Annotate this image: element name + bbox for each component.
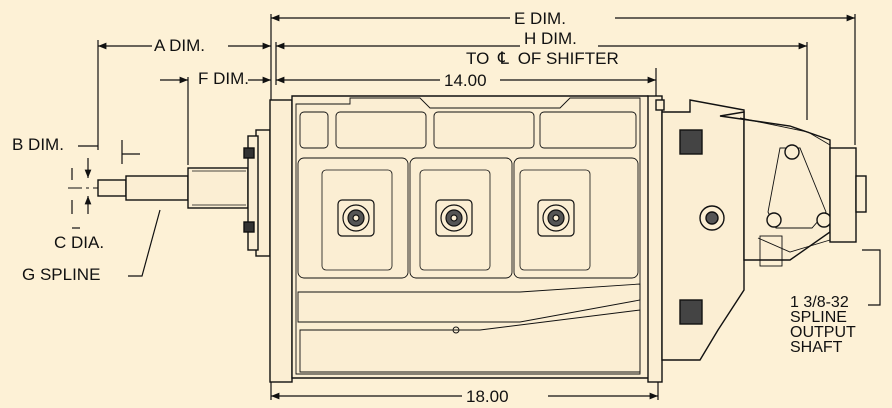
output-spline-line-1: 1 3/8-32: [790, 294, 849, 311]
output-spline-line-2: SPLINE: [790, 309, 847, 326]
of-shifter-label: OF SHIFTER: [517, 49, 619, 68]
a-dim-label: A DIM.: [154, 36, 206, 55]
dim-18-label: 18.00: [466, 387, 509, 406]
main-case: [291, 95, 665, 383]
b-dim-label: B DIM.: [12, 135, 64, 154]
c-dia-label: C DIA.: [54, 233, 105, 252]
front-flange: [243, 99, 293, 383]
centerline-symbol: ℄: [498, 49, 509, 68]
rail-caps: [337, 199, 575, 237]
dim-14-label: 14.00: [444, 71, 487, 90]
e-dim-label: E DIM.: [514, 9, 566, 28]
output-spline-note: 1 3/8-32 SPLINE OUTPUT SHAFT: [790, 294, 856, 356]
output-spline-line-4: SHAFT: [790, 339, 843, 356]
f-dim-label: F DIM.: [198, 69, 249, 88]
h-dim-label: H DIM.: [524, 29, 577, 48]
dimension-lines: [71, 14, 881, 400]
output-spline-line-3: OUTPUT: [790, 324, 856, 341]
extension-housing: [661, 99, 867, 361]
g-spline-label: G SPLINE: [22, 265, 101, 284]
to-label: TO: [466, 49, 490, 68]
input-shaft: [97, 167, 249, 209]
